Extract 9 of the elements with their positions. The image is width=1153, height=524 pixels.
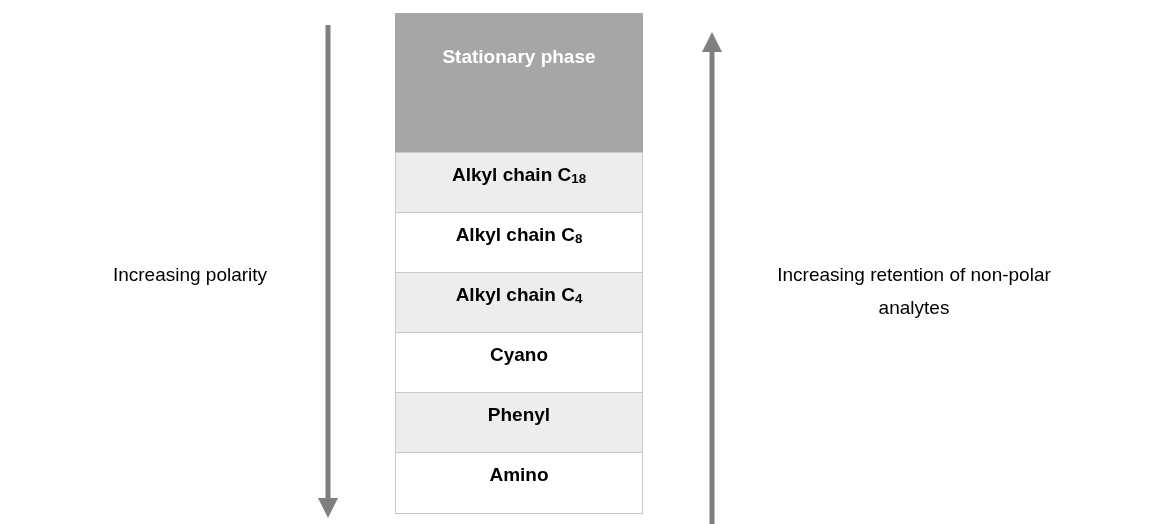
table-cell: Alkyl chain C$_{18}$: [395, 152, 643, 213]
column-header: Stationary phase: [395, 13, 643, 152]
table-cell: Alkyl chain C$_{8}$: [395, 212, 643, 273]
table-cell: Cyano: [395, 332, 643, 393]
table-cell: Phenyl: [395, 392, 643, 453]
table-cell: Alkyl chain C$_{4}$: [395, 272, 643, 333]
table-cell: Amino: [395, 452, 643, 514]
axis-label: Increasing polarity: [111, 263, 269, 287]
axis-label: Increasing retention of non-polar analytes: [776, 263, 1052, 320]
